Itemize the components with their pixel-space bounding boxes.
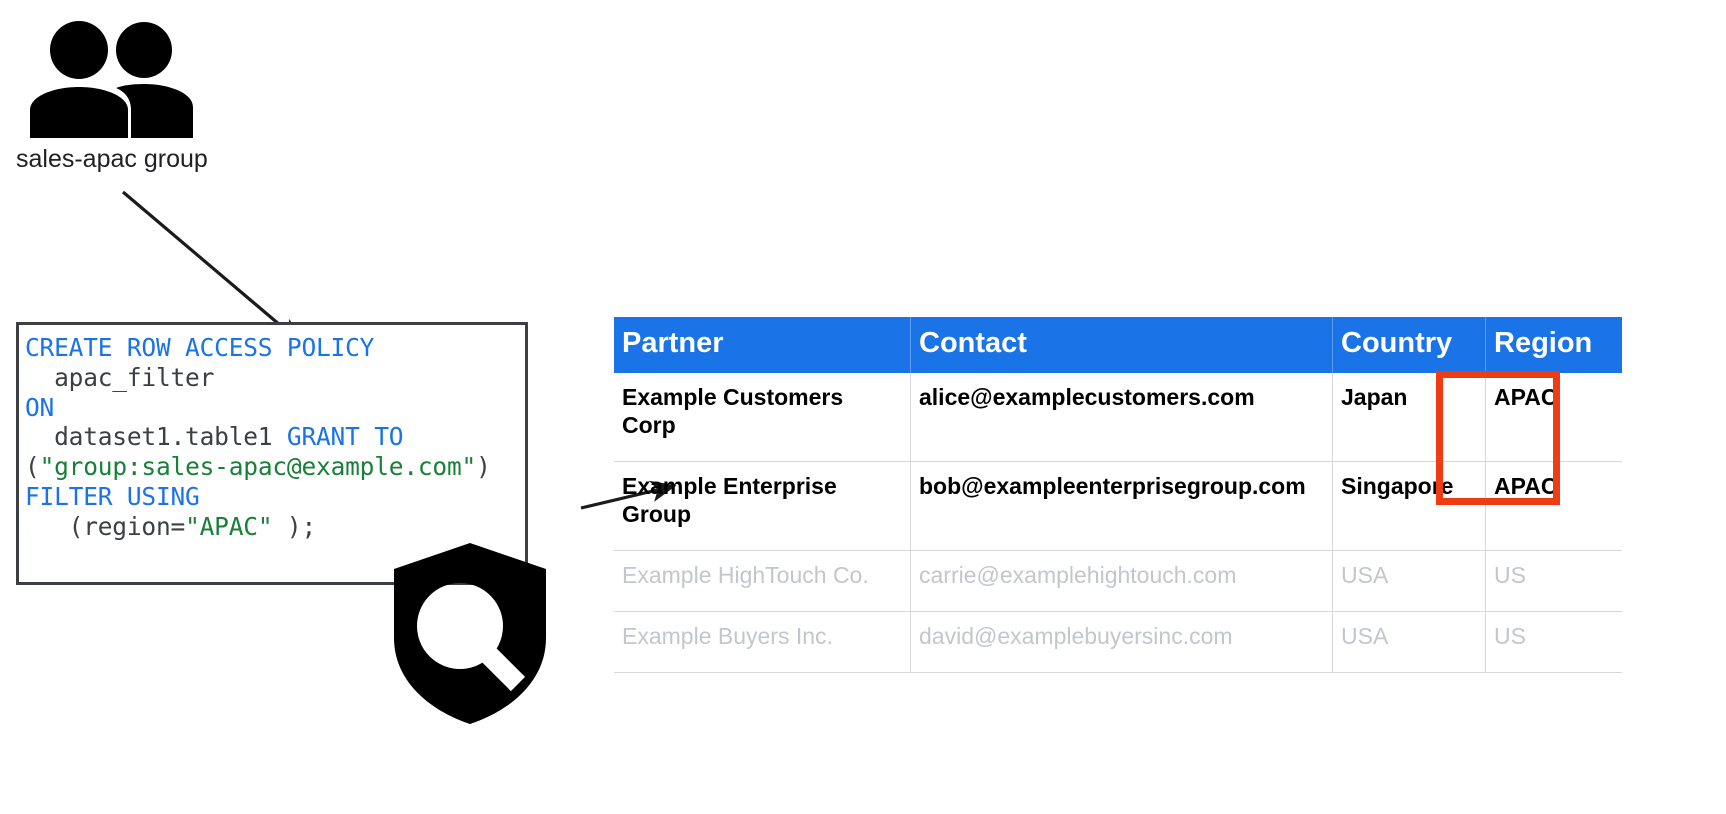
cell-region: APAC [1485, 461, 1622, 552]
group-label: sales-apac group [16, 145, 208, 173]
cell-region: APAC [1485, 373, 1622, 463]
cell-contact: bob@exampleenterprisegroup.com [910, 461, 1333, 552]
column-header-partner[interactable]: Partner [614, 317, 911, 373]
cell-country: USA [1332, 611, 1486, 674]
table-row: Example HighTouch Co. carrie@examplehigh… [614, 550, 1622, 613]
code-token-plain: dataset1.table1 [25, 422, 287, 452]
cell-country: Singapore [1332, 461, 1486, 552]
table-row: Example Customers Corp alice@examplecust… [614, 373, 1622, 463]
cell-partner: Example Enterprise Group [614, 461, 911, 552]
code-token-string: "group:sales-apac@example.com" [39, 452, 477, 482]
cell-contact: david@examplebuyersinc.com [910, 611, 1333, 674]
code-token-string: "APAC" [185, 511, 273, 541]
code-token-plain: ); [272, 511, 317, 541]
people-group-icon [30, 21, 193, 138]
table-row: Example Buyers Inc. david@examplebuyersi… [614, 611, 1622, 674]
cell-contact: carrie@examplehightouch.com [910, 550, 1333, 613]
code-token-plain: ) [476, 452, 491, 482]
arrow-group-to-policy [121, 190, 302, 344]
code-token-keyword: GRANT TO [286, 422, 404, 452]
code-token-keyword: FILTER USING [25, 481, 200, 511]
group-block: sales-apac group [16, 20, 276, 174]
sql-code-text: CREATE ROW ACCESS POLICY apac_filter ON … [25, 333, 525, 542]
table-row: Example Enterprise Group bob@exampleente… [614, 461, 1622, 552]
column-header-contact[interactable]: Contact [910, 317, 1333, 373]
cell-partner: Example Buyers Inc. [614, 611, 911, 674]
cell-partner: Example Customers Corp [614, 373, 911, 463]
cell-contact: alice@examplecustomers.com [910, 373, 1333, 463]
code-token-plain: apac_filter [25, 362, 215, 392]
column-header-country[interactable]: Country [1332, 317, 1486, 373]
cell-country: USA [1332, 550, 1486, 613]
shield-search-icon [394, 543, 546, 724]
cell-region: US [1485, 611, 1622, 674]
partners-table: Partner Contact Country Region Example C… [614, 317, 1622, 674]
column-header-region[interactable]: Region [1485, 317, 1622, 373]
code-token-keyword: ON [25, 392, 55, 422]
cell-country: Japan [1332, 373, 1486, 463]
row-access-policy-code-block: CREATE ROW ACCESS POLICY apac_filter ON … [16, 322, 528, 585]
cell-region: US [1485, 550, 1622, 613]
code-token-keyword: CREATE ROW ACCESS POLICY [25, 333, 375, 362]
cell-partner: Example HighTouch Co. [614, 550, 911, 613]
shield-wrap [390, 538, 550, 728]
code-token-plain: (region= [25, 511, 186, 541]
table-header-row: Partner Contact Country Region [614, 317, 1622, 373]
code-token-plain: ( [25, 452, 40, 482]
